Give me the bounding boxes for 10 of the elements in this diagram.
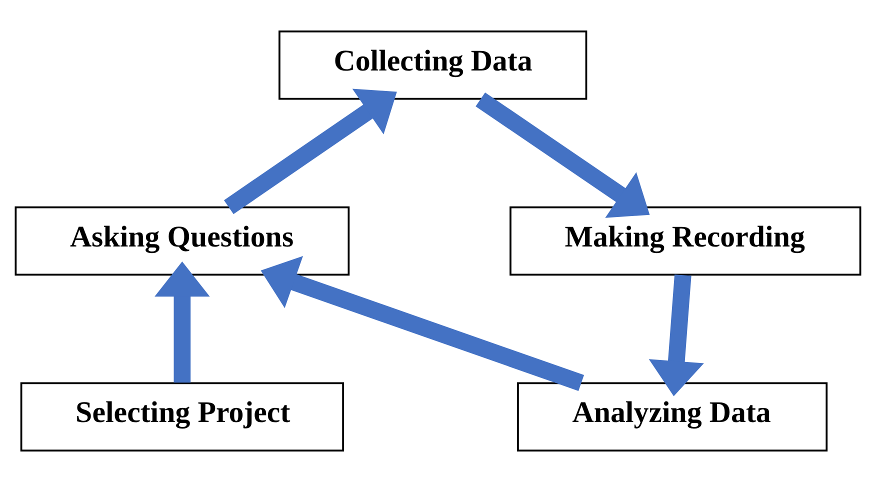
node-box: Asking Questions (14, 206, 350, 276)
arrow (154, 262, 210, 383)
node-box: Analyzing Data (517, 382, 828, 452)
node-box: Making Recording (510, 206, 862, 276)
arrow (260, 256, 584, 391)
arrow (648, 274, 704, 396)
arrow (224, 88, 397, 214)
arrow (476, 92, 650, 218)
node-box: Collecting Data (278, 30, 588, 100)
node-box: Selecting Project (20, 382, 344, 452)
